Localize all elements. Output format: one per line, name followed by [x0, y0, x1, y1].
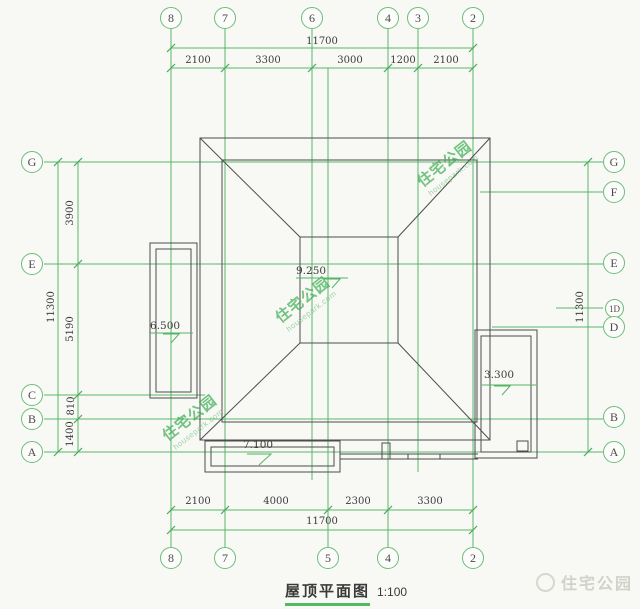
grid-bubble-left-E: E: [21, 253, 43, 275]
dim-left-overall: 11300: [46, 291, 57, 323]
elevation-label-left: 6.500: [150, 320, 181, 332]
grid-bubble-bottom-5: 5: [317, 547, 339, 569]
grid-bubble-right-G: G: [603, 151, 625, 173]
grid-bubble-right-B: B: [603, 406, 625, 428]
main-roof-outline: [199, 137, 491, 441]
grid-bubble-right-D: D: [603, 316, 625, 338]
publisher-logo-text: 住宅公园: [561, 576, 634, 593]
dim-bottom-seg-1: 2100: [185, 496, 211, 507]
dim-top-seg-5: 2100: [433, 55, 459, 66]
grid-bubble-bottom-4: 4: [377, 547, 399, 569]
dim-left-seg-1: 3900: [65, 200, 76, 226]
dimension-ticks: [53, 43, 593, 535]
dim-bottom-seg-3: 2300: [345, 496, 371, 507]
grid-bubble-top-7: 7: [214, 7, 236, 29]
grid-bubble-left-B: B: [21, 408, 43, 430]
dim-bottom-overall: 11700: [306, 516, 338, 527]
dim-left-seg-2: 5190: [65, 316, 76, 342]
grid-bubble-left-A: A: [21, 441, 43, 463]
dim-left-seg-4: 1400: [65, 421, 76, 447]
elevation-markers: [149, 277, 536, 466]
grid-bubble-bottom-2: 2: [462, 547, 484, 569]
dim-right-overall: 11300: [575, 291, 586, 323]
grid-lines: [44, 29, 603, 547]
grid-bubble-top-2: 2: [462, 7, 484, 29]
dim-top-seg-3: 3000: [337, 55, 363, 66]
dim-top-seg-2: 3300: [255, 55, 281, 66]
grid-bubble-left-G: G: [21, 151, 43, 173]
dim-top-seg-1: 2100: [185, 55, 211, 66]
publisher-logo: 住宅公园: [536, 570, 633, 594]
dim-bottom-seg-4: 3300: [417, 496, 443, 507]
dimension-lines: [57, 47, 589, 531]
publisher-logo-icon: [536, 572, 555, 592]
elevation-label-ridge: 9.250: [296, 265, 327, 277]
grid-bubble-top-8: 8: [160, 7, 182, 29]
right-porch-roof: [474, 329, 538, 459]
drawing-scale-label: 1:100: [377, 585, 408, 599]
grid-bubble-top-6: 6: [301, 7, 323, 29]
grid-bubble-right-A: A: [603, 441, 625, 463]
left-lower-roof: [149, 242, 198, 399]
grid-bubble-top-3: 3: [407, 7, 429, 29]
grid-bubble-top-4: 4: [377, 7, 399, 29]
grid-bubble-bottom-8: 8: [160, 547, 182, 569]
drawing-title: 屋顶平面图 1:100: [285, 580, 407, 606]
dim-top-overall: 11700: [306, 36, 338, 47]
grid-bubble-right-F: F: [603, 181, 625, 203]
grid-bubble-right-E: E: [603, 252, 625, 274]
grid-bubble-bottom-7: 7: [214, 547, 236, 569]
dim-bottom-seg-2: 4000: [263, 496, 289, 507]
grid-bubble-left-C: C: [21, 384, 43, 406]
drawing-title-text: 屋顶平面图: [285, 580, 371, 606]
bottom-balcony-roof: [204, 440, 341, 473]
elevation-label-right: 3.300: [484, 369, 515, 381]
elevation-label-balcony: 7.100: [243, 439, 274, 451]
dim-top-seg-4: 1200: [390, 55, 416, 66]
terrace-edge: [340, 442, 478, 460]
